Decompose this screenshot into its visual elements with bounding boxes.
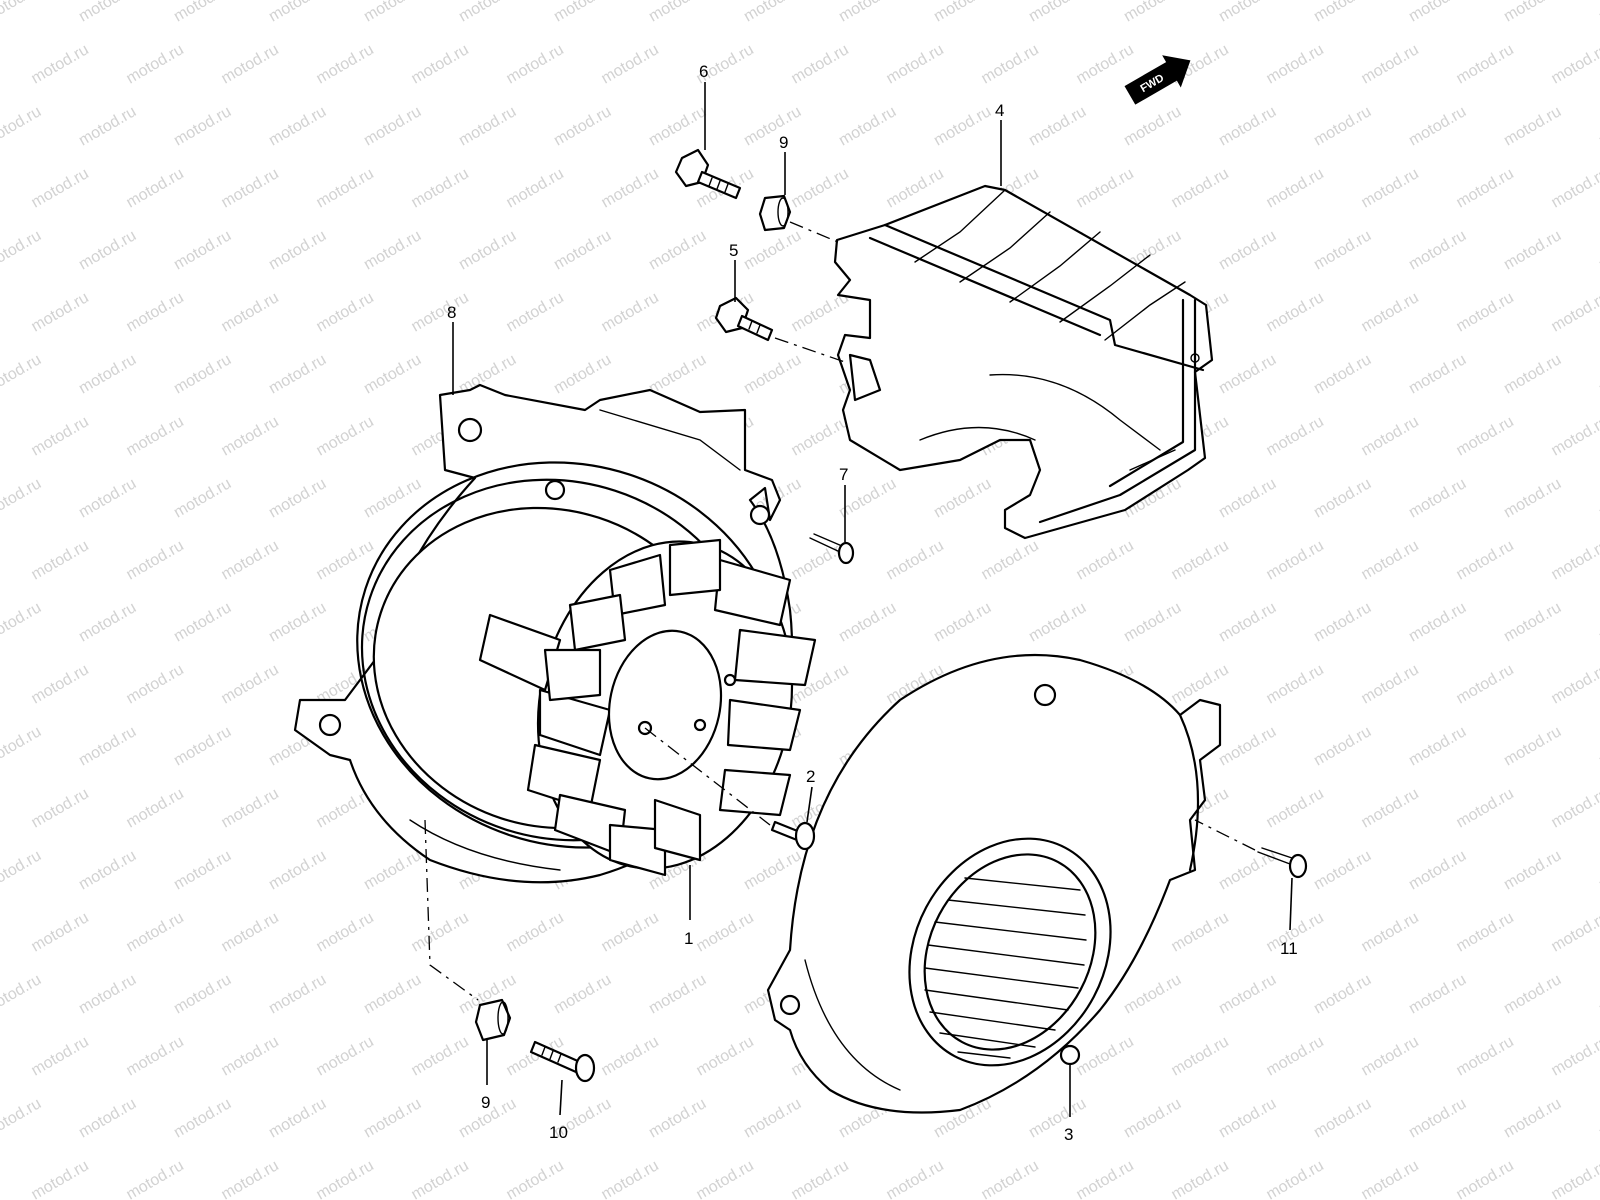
callout-3: 3 xyxy=(1064,1125,1073,1144)
callout-5: 5 xyxy=(729,241,738,260)
callout-10: 10 xyxy=(549,1123,568,1142)
callout-2: 2 xyxy=(806,767,815,786)
bolt-6-icon xyxy=(674,148,742,200)
grommet-9-top-icon xyxy=(758,194,792,232)
screw-11-icon xyxy=(1257,847,1308,879)
cooling-fan xyxy=(478,538,817,877)
cover-louvers xyxy=(924,877,1087,1059)
callout-4: 4 xyxy=(995,101,1004,120)
callout-9-top: 9 xyxy=(779,133,788,152)
callout-leaders xyxy=(452,82,1293,1117)
grommet-9-bottom-icon xyxy=(474,998,512,1042)
fan-cover xyxy=(766,654,1222,1114)
bolt-10-icon xyxy=(529,1040,596,1083)
callout-1: 1 xyxy=(684,929,693,948)
screw-7-icon xyxy=(809,533,855,565)
callout-11: 11 xyxy=(1280,939,1298,958)
bolt-5-icon xyxy=(714,296,774,342)
fwd-arrow-icon: FWD xyxy=(1124,55,1191,105)
cooling-shroud xyxy=(833,184,1214,540)
assembly-lines xyxy=(424,221,1256,1001)
callout-7: 7 xyxy=(839,465,848,484)
screw-2-icon xyxy=(770,820,816,851)
callout-labels: 1 2 3 4 5 6 7 8 9 9 10 11 xyxy=(447,62,1298,1144)
callout-8: 8 xyxy=(447,303,456,322)
callout-9-bottom: 9 xyxy=(481,1093,490,1112)
callout-6: 6 xyxy=(699,62,708,81)
